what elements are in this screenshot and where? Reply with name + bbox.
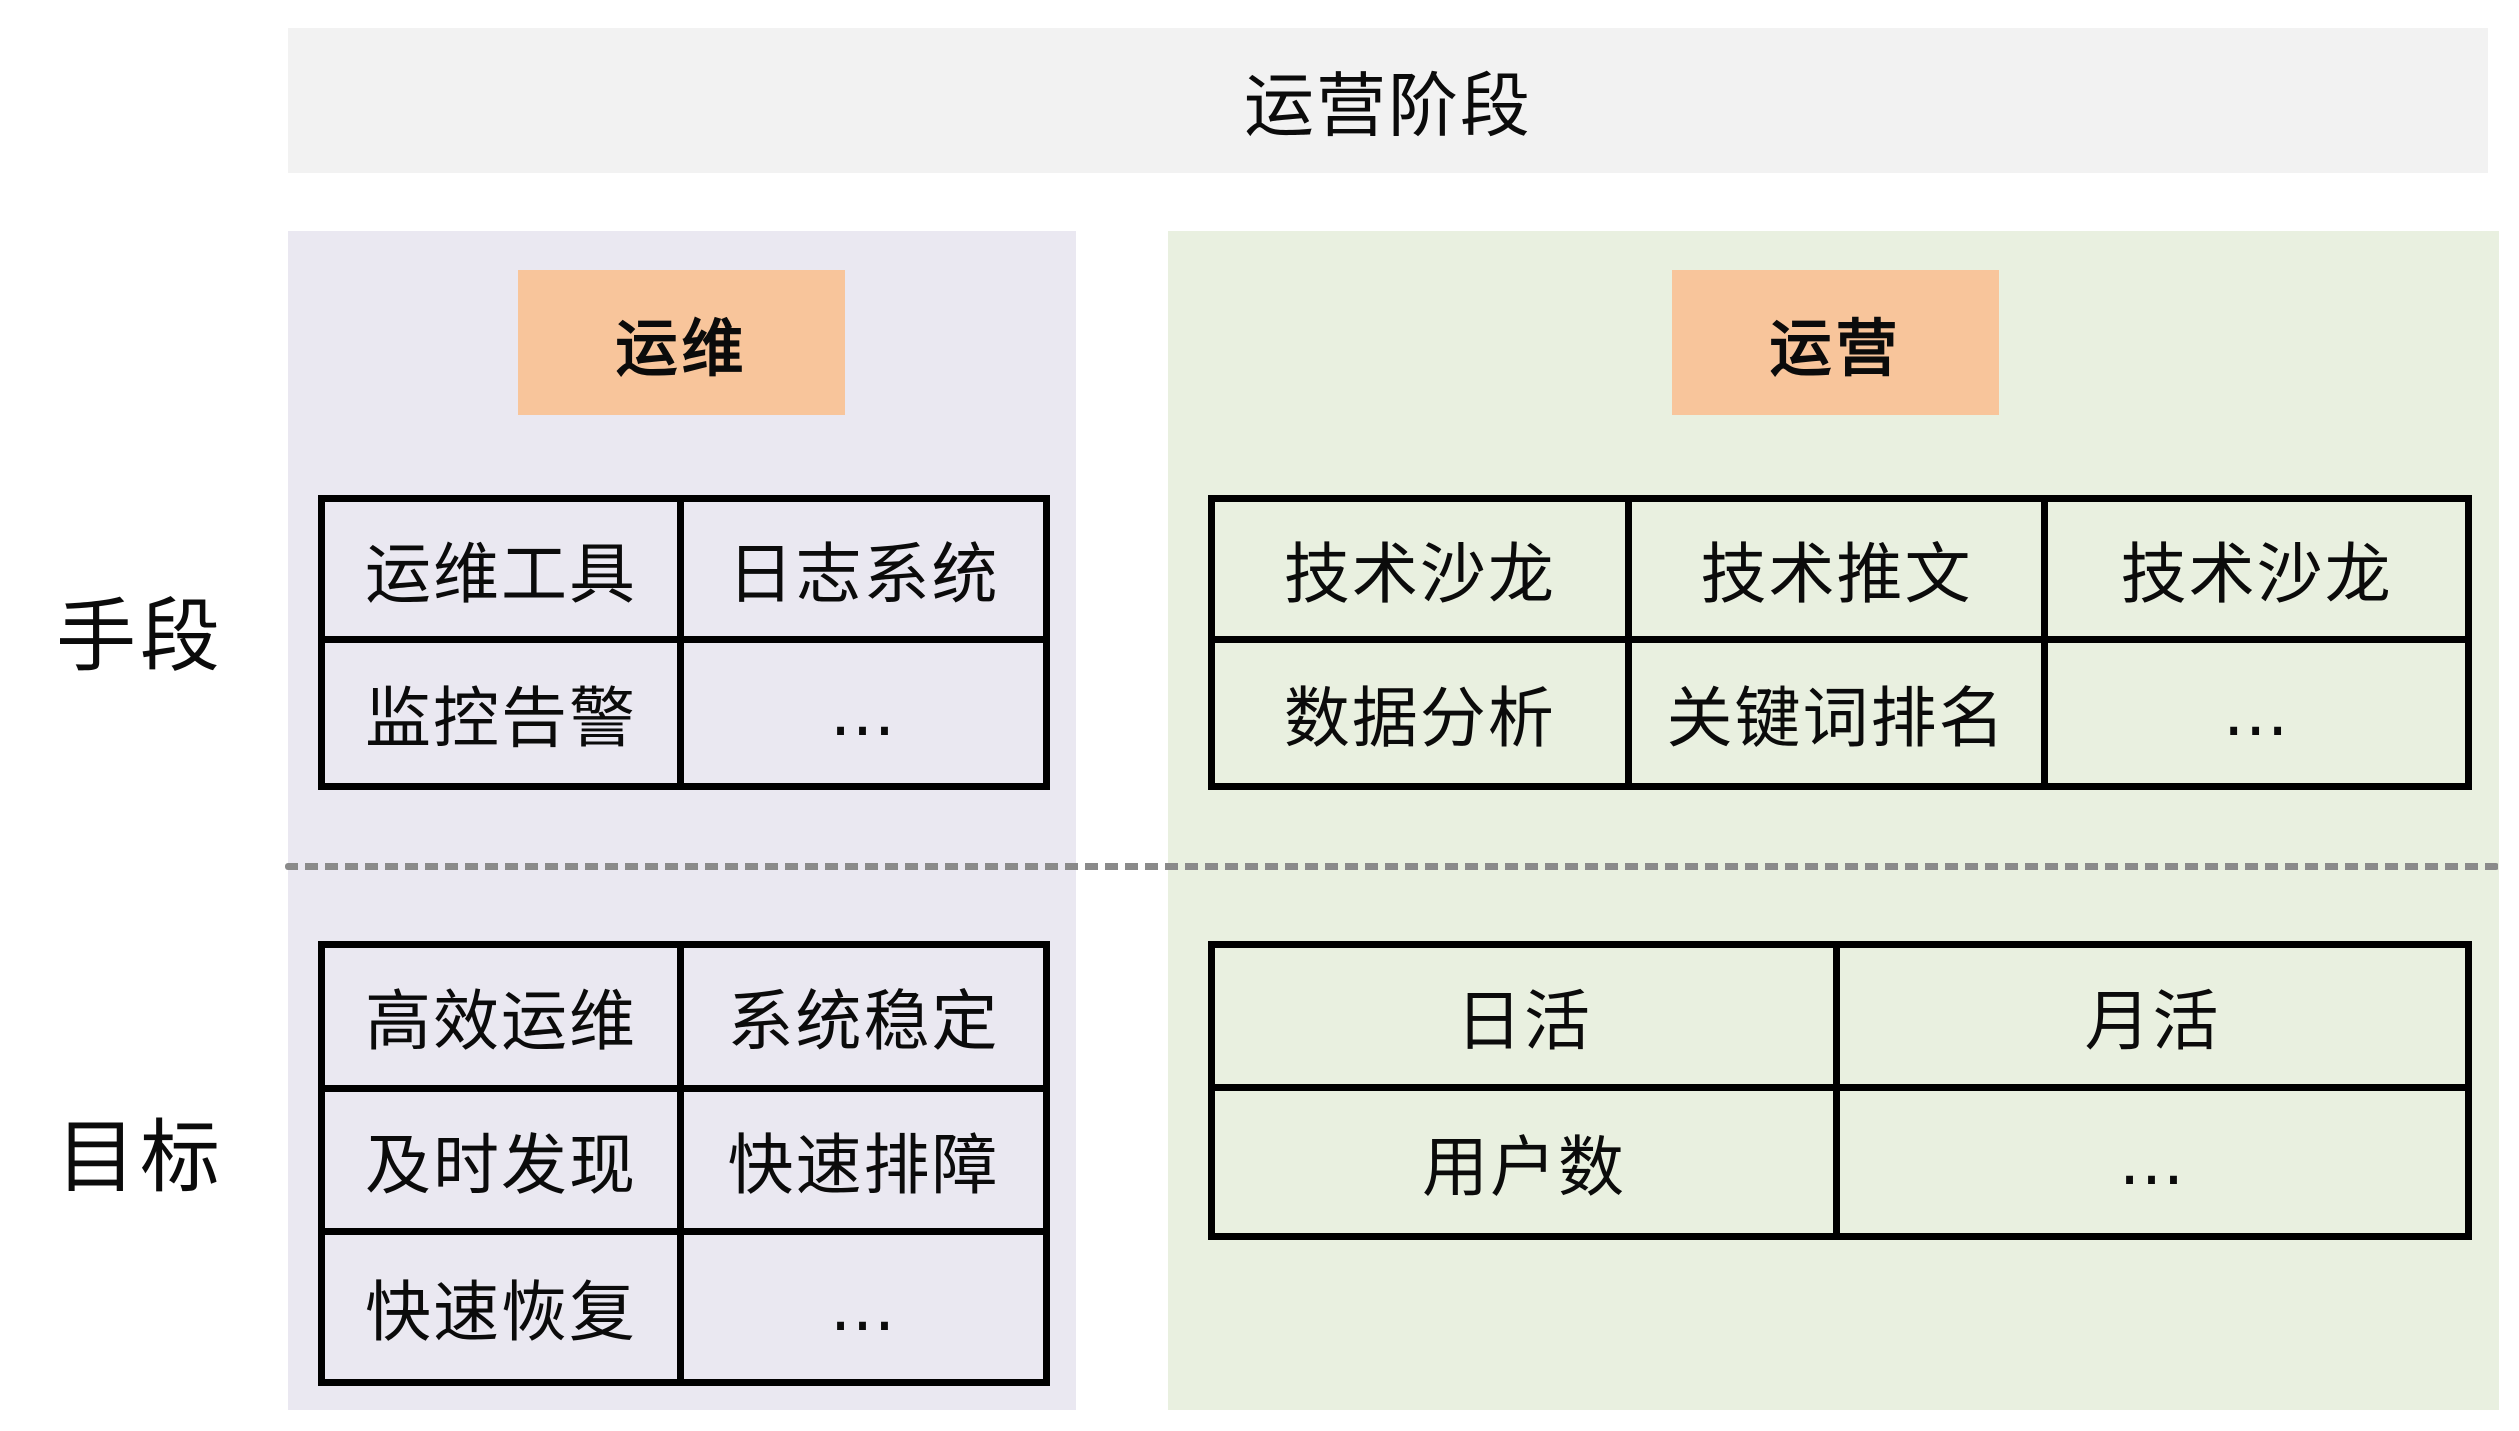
- table-cell: 快速恢复: [325, 1235, 684, 1379]
- row-label-methods: 手段: [40, 597, 240, 677]
- row-label-goals-text: 目标: [56, 1111, 224, 1204]
- operations-header-label: 运营: [1769, 311, 1902, 385]
- table-cell: …: [2118, 1123, 2187, 1201]
- table-cell: 用户数: [1215, 1090, 1840, 1233]
- table-cell: 日志系统: [684, 502, 1043, 643]
- table-cell: 数据分析: [1215, 642, 1632, 783]
- table-cell: 日活: [1215, 948, 1840, 1091]
- ops-maintenance-header-chip: 运维: [518, 270, 845, 415]
- table-cell: 技术推文: [1631, 502, 2049, 643]
- table-cell: …: [829, 674, 898, 752]
- table-cell: 系统稳定: [684, 948, 1043, 1092]
- table-cell: …: [2222, 674, 2291, 752]
- table-cell: 关键词排名: [1632, 642, 2049, 783]
- table-cell: …: [829, 1268, 898, 1346]
- table-cell: 月活: [1840, 948, 2465, 1091]
- table-cell: 技术沙龙: [1215, 502, 1632, 643]
- ops-goals-table: 高效运维 系统稳定 及时发现 快速排障 快速恢复 …: [318, 941, 1050, 1386]
- row-label-methods-text: 手段: [56, 590, 224, 683]
- row-label-goals: 目标: [40, 1118, 240, 1198]
- phase-banner-title: 运营阶段: [1244, 65, 1532, 147]
- ops-maintenance-header-label: 运维: [615, 311, 748, 385]
- table-cell: 及时发现: [325, 1091, 684, 1236]
- operations-header-chip: 运营: [1672, 270, 1999, 415]
- table-cell: 快速排障: [684, 1092, 1043, 1236]
- operations-methods-table: 技术沙龙 技术推文 技术沙龙 数据分析 关键词排名 …: [1208, 495, 2472, 790]
- table-cell: 运维工具: [325, 502, 684, 643]
- table-cell: 技术沙龙: [2048, 502, 2465, 643]
- operations-goals-table: 日活 月活 用户数 …: [1208, 941, 2472, 1240]
- ops-methods-table: 运维工具 日志系统 监控告警 …: [318, 495, 1050, 790]
- phase-banner: 运营阶段: [288, 28, 2488, 173]
- table-cell: 监控告警: [325, 642, 684, 783]
- dashed-divider: [285, 863, 2499, 870]
- table-cell: 高效运维: [325, 948, 684, 1092]
